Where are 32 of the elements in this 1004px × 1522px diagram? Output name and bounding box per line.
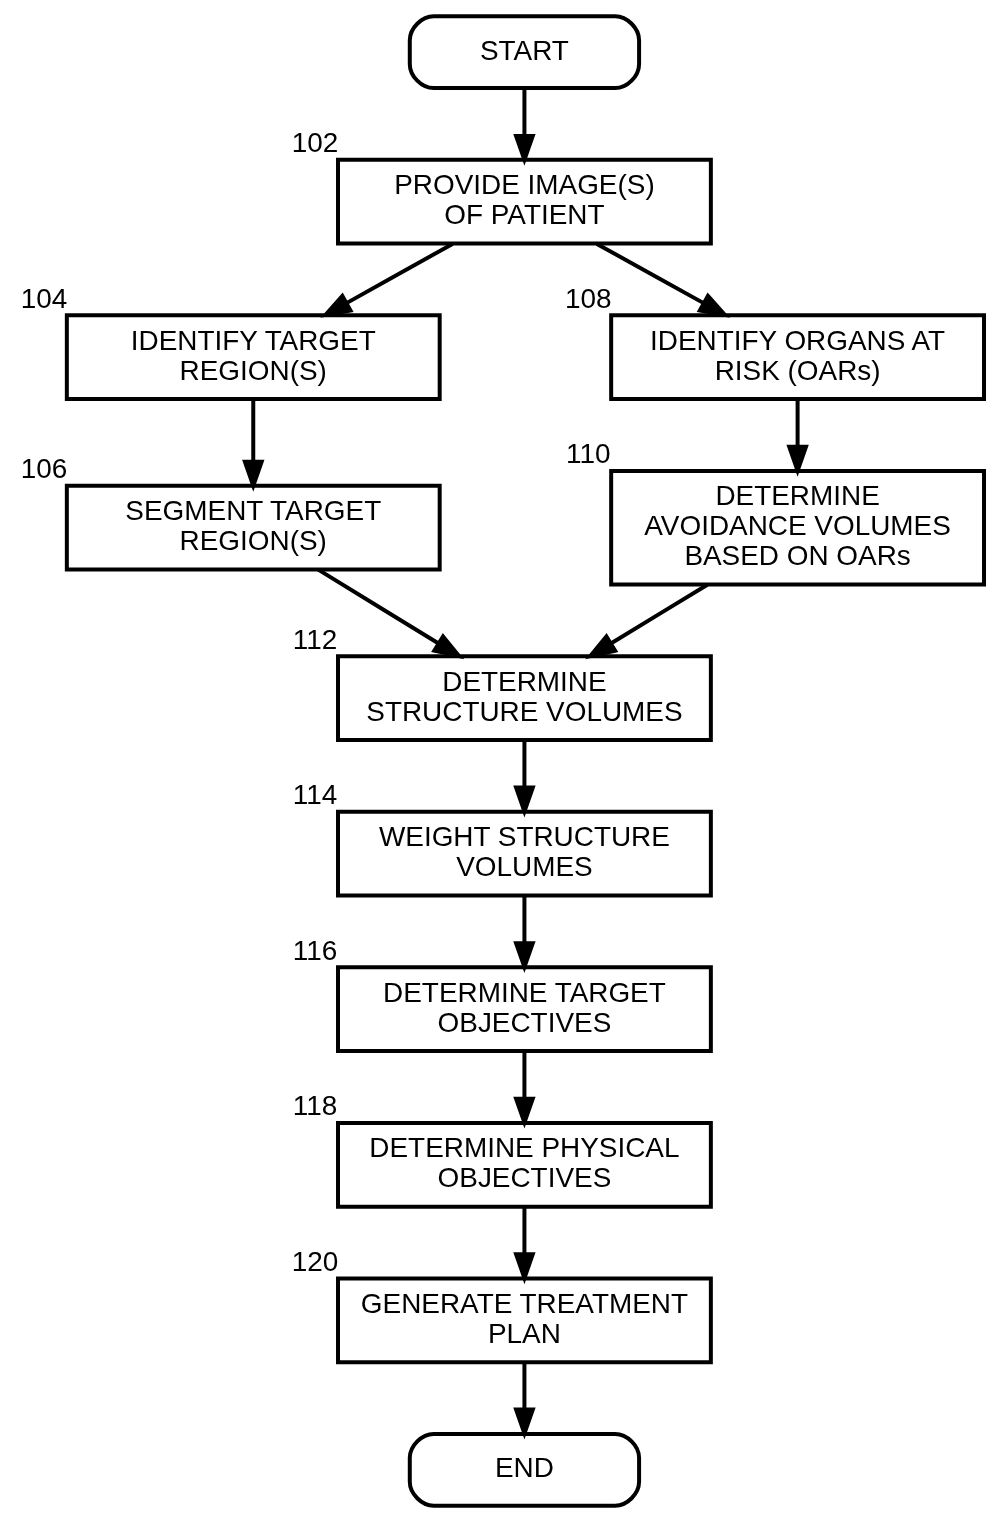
node-box: START — [407, 14, 641, 91]
arrow — [512, 88, 536, 166]
arrow — [512, 1207, 536, 1285]
arrow — [512, 896, 536, 974]
arrow — [595, 242, 730, 318]
node-label: 118 — [292, 1090, 337, 1122]
node-box: SEGMENT TARGET REGION(S) — [64, 483, 442, 572]
node-box: PROVIDE IMAGE(S) OF PATIENT — [335, 157, 713, 246]
node-box: WEIGHT STRUCTURE VOLUMES — [335, 809, 713, 898]
node-box: DETERMINE TARGET OBJECTIVES — [335, 965, 713, 1054]
arrow — [512, 1051, 536, 1129]
node-label: 120 — [291, 1245, 338, 1277]
node-box: DETERMINE AVOIDANCE VOLUMES BASED ON OARs — [608, 468, 986, 587]
node-label: 104 — [20, 282, 67, 314]
node-label: 102 — [291, 127, 338, 159]
arrow — [512, 1362, 536, 1440]
arrow — [241, 399, 264, 492]
arrow — [785, 399, 809, 477]
node-box: DETERMINE PHYSICAL OBJECTIVES — [335, 1120, 713, 1209]
node-label: 106 — [20, 453, 67, 485]
node-label: 116 — [292, 934, 337, 966]
node-label: 108 — [564, 282, 612, 314]
arrow — [319, 242, 453, 318]
node-box: DETERMINE STRUCTURE VOLUMES — [335, 654, 713, 743]
node-label: 112 — [292, 623, 337, 655]
node-box: GENERATE TREATMENT PLAN — [335, 1276, 713, 1365]
node-box: IDENTIFY TARGET REGION(S) — [64, 313, 442, 402]
node-label: 110 — [565, 438, 610, 470]
node-label: 114 — [292, 779, 337, 811]
arrow — [512, 740, 536, 818]
node-box: IDENTIFY ORGANS AT RISK (OARs) — [608, 313, 986, 402]
node-box: END — [407, 1431, 641, 1508]
